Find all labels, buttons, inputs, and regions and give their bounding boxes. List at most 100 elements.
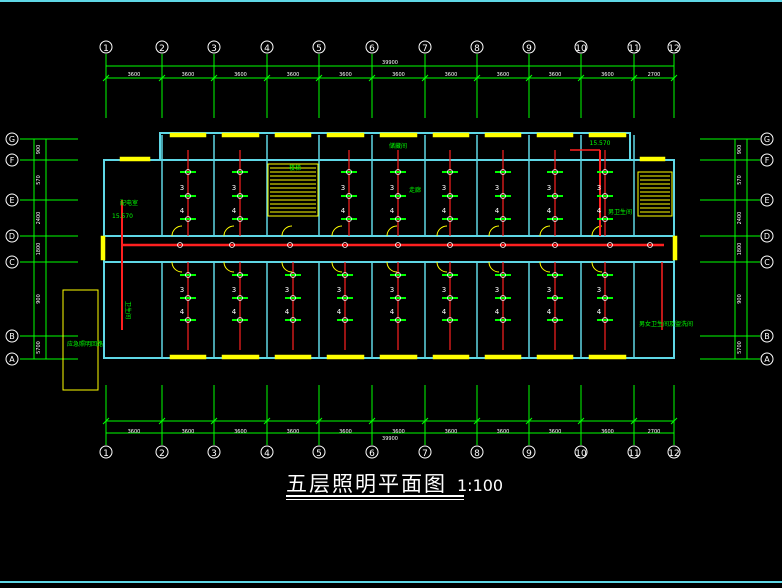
dim-tick-bottom	[102, 417, 110, 425]
fixture-lamp-north	[602, 193, 608, 199]
axis-bubble-right	[760, 352, 774, 366]
corridor-lamp	[552, 242, 558, 248]
dim-tick-top	[210, 74, 218, 82]
axis-bubble-left	[5, 352, 19, 366]
door-swing-south	[171, 261, 183, 273]
dim-top-text: 3600	[601, 72, 614, 78]
dim-tick-bottom	[368, 417, 376, 425]
window-south	[274, 354, 312, 360]
axis-bubble-bottom	[155, 445, 169, 459]
axis-label-top: 8	[474, 44, 480, 54]
axis-label-left: A	[9, 355, 15, 364]
door-swing-north	[591, 225, 603, 237]
title-underline-thick	[286, 495, 464, 497]
axis-bubble-right	[760, 255, 774, 269]
axis-bubble-bottom	[312, 445, 326, 459]
axis-label-left: F	[10, 156, 15, 165]
corridor-lamp	[395, 242, 401, 248]
fixture-lamp-north	[602, 216, 608, 222]
fixture-lamp-south	[500, 317, 506, 323]
axis-label-bottom: 6	[369, 449, 375, 459]
dim-bottom-text: 3600	[445, 429, 458, 435]
fixture-lamp-south	[237, 317, 243, 323]
axis-label-top: 1	[103, 44, 109, 54]
room-label: 储藏间	[389, 142, 407, 150]
axis-bubble-top	[365, 40, 379, 54]
door-swing-south	[539, 261, 551, 273]
dim-tick-top	[670, 74, 678, 82]
fixture-lamp-south	[290, 295, 296, 301]
circuit-label-south: 3	[495, 286, 499, 294]
circuit-label-north: 3	[495, 184, 499, 192]
dim-top-text: 3600	[182, 72, 195, 78]
fixture-lamp-north	[346, 193, 352, 199]
circuit-label-south-2: 4	[495, 308, 500, 316]
fixture-lamp-south	[342, 317, 348, 323]
axis-label-bottom: 10	[575, 449, 587, 459]
circuit-label-south: 3	[442, 286, 446, 294]
corridor-lamp	[287, 242, 293, 248]
circuit-label-north-2: 4	[390, 207, 395, 215]
window-east-end	[672, 235, 678, 261]
axis-label-bottom: 4	[264, 449, 270, 459]
dim-tick-top	[158, 74, 166, 82]
fixture-lamp-north	[552, 169, 558, 175]
dim-tick-bottom	[630, 417, 638, 425]
fixture-lamp-south	[602, 317, 608, 323]
corridor-lamp	[607, 242, 613, 248]
axis-bubble-right	[760, 153, 774, 167]
axis-label-left: G	[9, 135, 15, 144]
fixture-lamp-north	[500, 169, 506, 175]
fixture-lamp-south	[185, 272, 191, 278]
labels-layer: 3434343434343434343434343434343434配电室15.…	[67, 140, 693, 348]
room-label: 配电室	[120, 199, 138, 207]
room-label: 15.570	[590, 140, 611, 147]
circuit-label-south-2: 4	[232, 308, 237, 316]
axis-label-left: B	[9, 332, 15, 341]
door-swing-south	[331, 261, 343, 273]
fixture-lamp-south	[447, 317, 453, 323]
fixture-lamp-south	[342, 272, 348, 278]
window-south	[326, 354, 365, 360]
dim-tick-top	[263, 74, 271, 82]
annex-outline	[62, 289, 99, 391]
axis-bubble-bottom	[522, 445, 536, 459]
fixture-lamp-north	[447, 193, 453, 199]
axis-bubble-right	[760, 193, 774, 207]
drawing-title: 五层照明平面图	[286, 472, 447, 496]
fixture-lamp-south	[395, 317, 401, 323]
dim-side-right-text: 2400	[737, 212, 743, 225]
dim-tick-top	[473, 74, 481, 82]
circuit-label-south: 3	[337, 286, 341, 294]
dim-tick-top	[525, 74, 533, 82]
stair-west	[267, 163, 319, 217]
window-south	[169, 354, 207, 360]
axis-label-right: B	[764, 332, 770, 341]
axis-bubble-top	[312, 40, 326, 54]
axis-label-top: 4	[264, 44, 270, 54]
axis-label-top: 9	[526, 44, 532, 54]
axis-label-left: C	[9, 258, 15, 267]
door-swing-south	[591, 261, 603, 273]
axis-bubble-top	[260, 40, 274, 54]
window-north	[536, 132, 574, 138]
corridor-lamp	[500, 242, 506, 248]
axis-label-bottom: 1	[103, 449, 109, 459]
fixture-lamp-south	[447, 295, 453, 301]
axis-label-bottom: 8	[474, 449, 480, 459]
axis-label-right: C	[764, 258, 770, 267]
axis-label-bottom: 9	[526, 449, 532, 459]
dim-bottom-text: 3600	[339, 429, 352, 435]
circuit-label-south-2: 4	[547, 308, 552, 316]
window-north	[326, 132, 365, 138]
fixture-lamp-south	[447, 272, 453, 278]
axis-bubble-left	[5, 255, 19, 269]
dim-top-text: 3600	[445, 72, 458, 78]
circuit-label-north: 3	[341, 184, 345, 192]
circuit-label-south-2: 4	[442, 308, 447, 316]
dim-tick-bottom	[263, 417, 271, 425]
fixture-lamp-north	[185, 193, 191, 199]
circuit-label-south: 3	[180, 286, 184, 294]
axis-label-right: E	[764, 196, 769, 205]
